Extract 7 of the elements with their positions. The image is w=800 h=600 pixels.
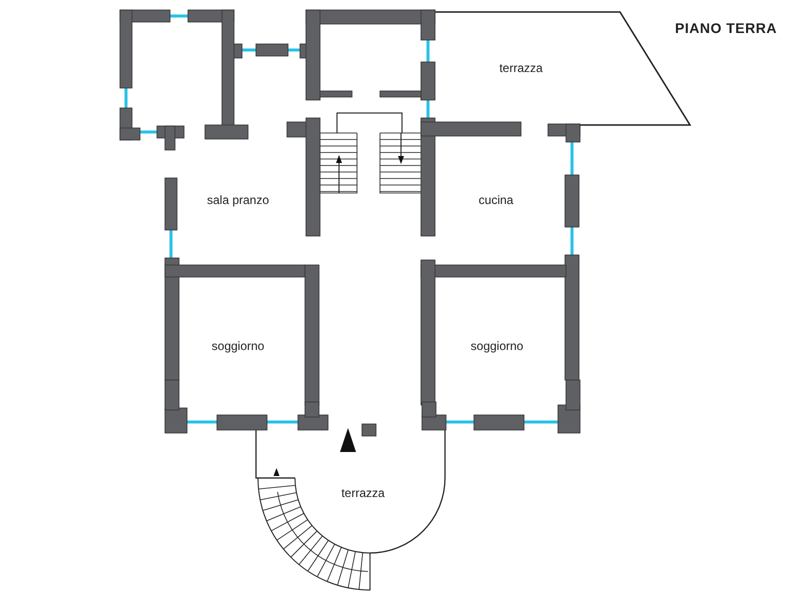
room-label: terrazza	[341, 486, 385, 500]
room-label: sala pranzo	[206, 193, 270, 207]
room-label: soggiorno	[212, 339, 264, 353]
room-label: cucina	[478, 193, 514, 207]
plan-title: PIANO TERRA	[675, 20, 777, 36]
room-label: soggiorno	[470, 339, 524, 353]
room-label: terrazza	[499, 61, 543, 75]
